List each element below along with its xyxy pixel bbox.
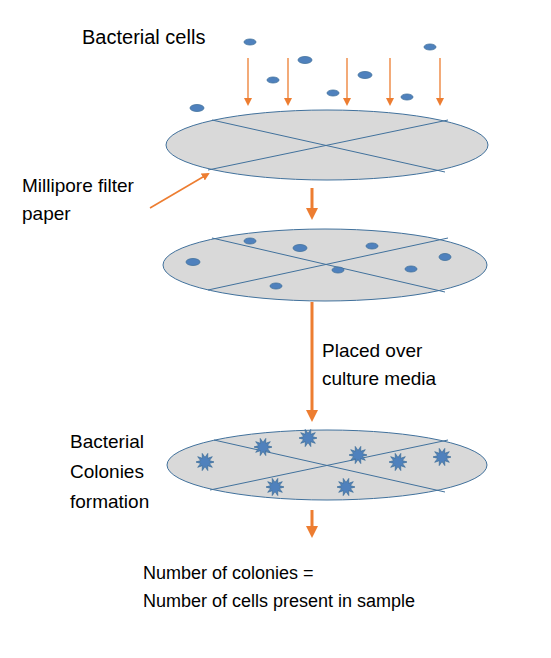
text-label: Millipore filter paper [22,172,162,228]
bacterial-cells [190,39,436,112]
text-label: Bacterial cells [82,24,282,50]
step-arrow [311,302,314,418]
text-label: Number of colonies = Number of cells pre… [143,559,443,615]
bacterial-colonies [196,429,451,495]
filter-paper [166,110,488,180]
falling-arrows [248,58,440,104]
filter-paper [167,429,487,500]
pointer-arrow [150,174,208,208]
text-label: Placed over culture media [322,337,452,393]
step-arrow [311,510,314,534]
step-arrow [311,188,314,216]
filter-paper [163,229,487,301]
text-label: Bacterial Colonies formation [70,427,170,517]
